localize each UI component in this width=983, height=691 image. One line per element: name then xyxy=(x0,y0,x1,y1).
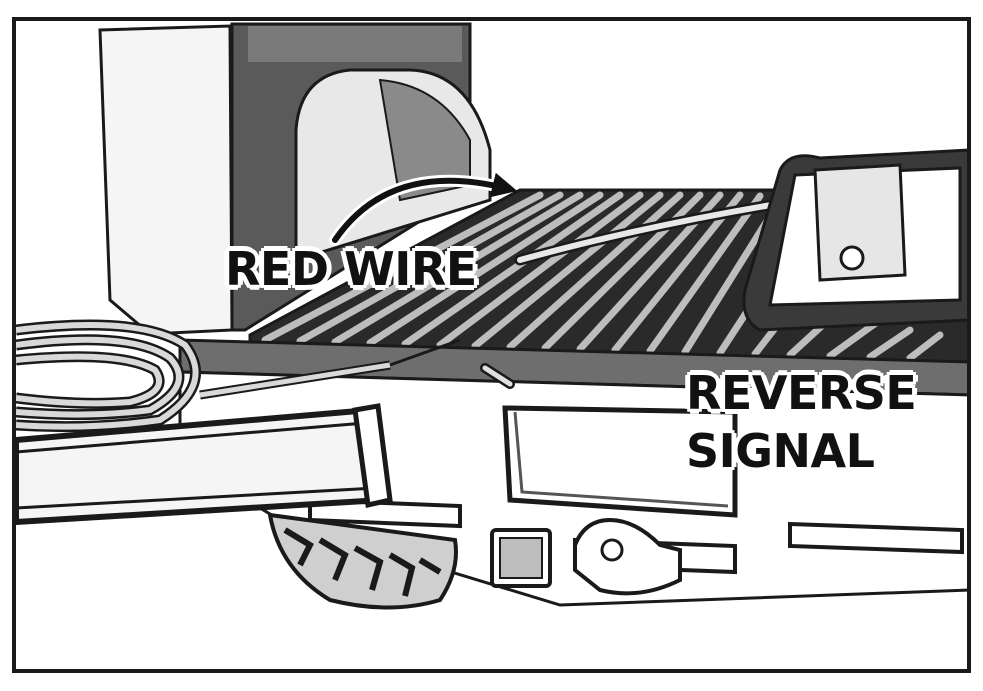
reverse-signal-label-line2: SIGNAL xyxy=(686,424,875,478)
license-plate-recess xyxy=(502,405,738,518)
reverse-signal-label-line1: REVERSE xyxy=(686,366,917,420)
cab-window xyxy=(248,26,462,62)
tailgate-top xyxy=(178,338,967,397)
light-bar-endcap xyxy=(352,403,393,509)
bumper-slot-left xyxy=(308,497,462,529)
hitch-hole xyxy=(600,538,624,562)
bumper-slot-right xyxy=(788,521,964,555)
hitch-bracket xyxy=(573,517,682,596)
red-wire-label: RED WIRE xyxy=(225,242,477,296)
reverse-bulb-mount xyxy=(813,163,907,282)
truck-bodyside xyxy=(98,24,234,336)
